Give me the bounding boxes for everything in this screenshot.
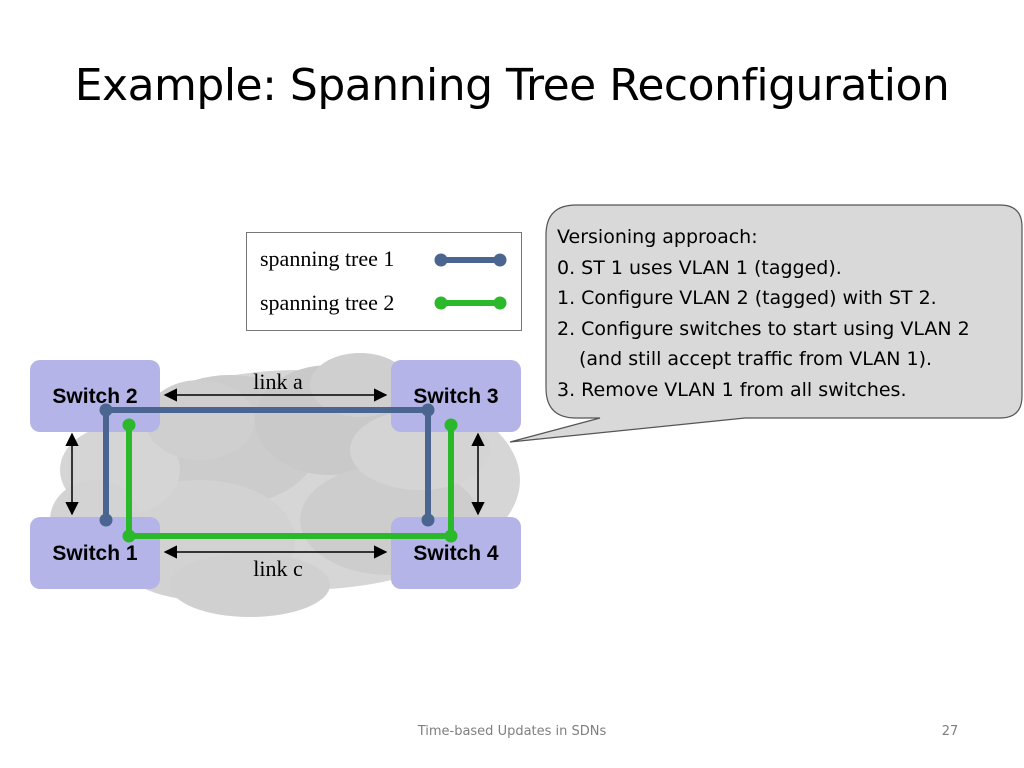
- switch-1: Switch 1: [30, 517, 160, 589]
- switch-2-label: Switch 2: [52, 385, 137, 408]
- callout-line-step2: 2. Configure switches to start using VLA…: [557, 317, 970, 340]
- page-number: 27: [941, 724, 959, 739]
- link-c-label: link c: [253, 556, 303, 581]
- callout-line-step0: 0. ST 1 uses VLAN 1 (tagged).: [557, 256, 842, 279]
- callout-text: Versioning approach: 0. ST 1 uses VLAN 1…: [557, 222, 1024, 405]
- legend-label-tree1: spanning tree 1: [260, 246, 394, 271]
- switch-1-label: Switch 1: [52, 542, 138, 565]
- switch-4-label: Switch 4: [413, 542, 499, 565]
- switch-4: Switch 4: [391, 517, 521, 589]
- callout-bubble: [509, 204, 1023, 443]
- legend-label-tree2: spanning tree 2: [260, 290, 394, 315]
- switch-2: Switch 2: [30, 360, 160, 432]
- callout-line-step1: 1. Configure VLAN 2 (tagged) with ST 2.: [557, 287, 937, 309]
- spanning-tree-1-path: [99, 403, 435, 527]
- legend-box: [246, 232, 522, 331]
- callout-line-step3: 3. Remove VLAN 1 from all switches.: [557, 378, 907, 401]
- spanning-tree-2-path: [122, 418, 458, 543]
- legend-swatch-tree1: [434, 253, 507, 267]
- slide-title: Example: Spanning Tree Reconfiguration: [74, 60, 950, 111]
- callout-line-step2-cont: (and still accept traffic from VLAN 1).: [579, 348, 933, 370]
- link-a-label: link a: [253, 369, 303, 394]
- callout-line-heading: Versioning approach:: [557, 226, 758, 248]
- legend-swatch-tree2: [434, 296, 507, 310]
- footer-title: Time-based Updates in SDNs: [417, 724, 607, 739]
- switch-3-label: Switch 3: [413, 385, 498, 408]
